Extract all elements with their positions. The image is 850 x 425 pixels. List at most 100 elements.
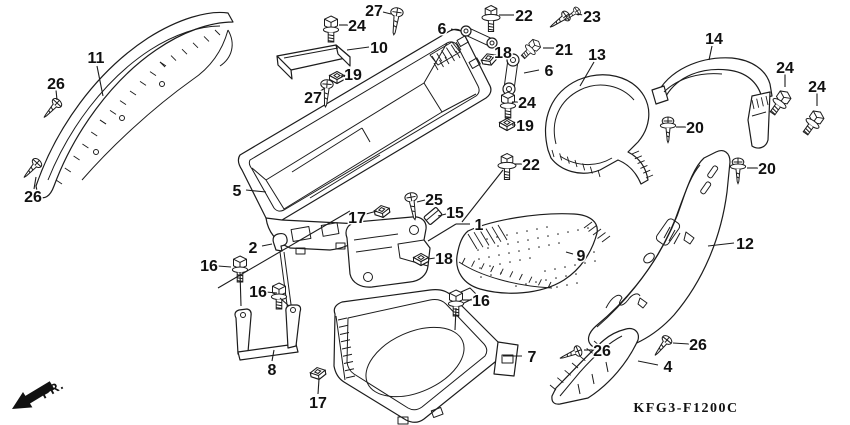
hatch-tick — [109, 109, 117, 115]
hatch-tick — [528, 276, 533, 283]
callout-label-20-1[interactable]: 20 — [685, 119, 706, 139]
hatch-tick — [342, 353, 353, 357]
bolt-icon — [322, 15, 340, 43]
front-direction-indicator: FR. — [12, 377, 66, 409]
callout-label-12-1[interactable]: 12 — [735, 235, 756, 255]
callout-label-19-2[interactable]: 19 — [515, 117, 536, 137]
screw-washer-icon — [659, 116, 677, 143]
hatch-tick — [634, 155, 642, 160]
callout-label-24-3[interactable]: 24 — [775, 59, 796, 79]
speckle-dot — [519, 259, 521, 261]
callout-label-1-1[interactable]: 1 — [473, 216, 485, 236]
hatch-tick — [461, 257, 466, 265]
speckle-dot — [564, 266, 566, 268]
callout-label-26-1[interactable]: 26 — [46, 75, 67, 95]
figure-code: KFG3-F1200C — [633, 401, 738, 416]
callout-label-25-1[interactable]: 25 — [424, 191, 445, 211]
hatch-tick — [597, 169, 601, 178]
speckle-dot — [488, 256, 490, 258]
callout-label-16-3[interactable]: 16 — [471, 292, 492, 312]
part-box-lid — [276, 44, 351, 80]
hatch-tick — [765, 95, 769, 106]
callout-label-17-1[interactable]: 17 — [347, 209, 368, 229]
hatch-tick — [631, 150, 640, 155]
leader-line — [33, 176, 37, 190]
speckle-dot — [528, 248, 530, 250]
callout-label-19-1[interactable]: 19 — [343, 66, 364, 86]
callout-label-18-1[interactable]: 18 — [493, 44, 514, 64]
speckle-dot — [555, 277, 557, 279]
callout-label-26-3[interactable]: 26 — [592, 342, 613, 362]
callout-label-5-1[interactable]: 5 — [231, 182, 243, 202]
callout-label-27-2[interactable]: 27 — [303, 89, 324, 109]
leader-line — [317, 378, 320, 395]
speckle-dot — [490, 274, 492, 276]
callout-label-26-4[interactable]: 26 — [688, 336, 709, 356]
speckle-dot — [515, 285, 517, 287]
speckle-dot — [577, 229, 579, 231]
callout-label-27-1[interactable]: 27 — [364, 2, 385, 22]
callout-label-8-1[interactable]: 8 — [266, 361, 278, 381]
hatch-tick — [509, 271, 514, 278]
hatch-tick — [485, 228, 496, 244]
callout-label-10-1[interactable]: 10 — [369, 39, 390, 59]
callout-label-18-2[interactable]: 18 — [434, 250, 455, 270]
callout-label-16-2[interactable]: 16 — [248, 283, 269, 303]
callout-label-26-2[interactable]: 26 — [23, 188, 44, 208]
leader-line — [96, 65, 104, 97]
callout-label-13-1[interactable]: 13 — [587, 46, 608, 66]
front-arrow-icon — [12, 381, 55, 409]
callout-label-6-2[interactable]: 6 — [543, 62, 555, 82]
callout-label-17-2[interactable]: 17 — [308, 394, 329, 414]
callout-label-16-1[interactable]: 16 — [199, 257, 220, 277]
callout-label-4-1[interactable]: 4 — [662, 358, 674, 378]
hatch-tick — [480, 263, 485, 270]
leader-line — [382, 11, 392, 15]
mat-speckle-texture — [477, 226, 596, 288]
hatch-tick — [99, 119, 107, 125]
hatch-tick — [637, 160, 645, 165]
hatch-tick — [571, 362, 579, 369]
callout-label-23-1[interactable]: 23 — [582, 8, 603, 28]
leader-line — [576, 13, 584, 16]
callout-label-6-1[interactable]: 6 — [436, 20, 448, 40]
speckle-dot — [498, 254, 500, 256]
hatch-tick — [343, 361, 354, 364]
speckle-dot — [546, 226, 548, 228]
callout-label-14-1[interactable]: 14 — [704, 30, 725, 50]
part-luggage-box — [237, 28, 492, 255]
speckle-dot — [479, 267, 481, 269]
bolt-washer-icon — [497, 153, 517, 180]
speckle-dot — [517, 241, 519, 243]
callout-label-24-4[interactable]: 24 — [807, 78, 828, 98]
leader-line — [450, 28, 462, 32]
hatch-tick — [345, 375, 356, 379]
callout-label-24-2[interactable]: 24 — [517, 94, 538, 114]
callout-label-15-1[interactable]: 15 — [445, 204, 466, 224]
speckle-dot — [478, 258, 480, 260]
callout-label-20-2[interactable]: 20 — [757, 160, 778, 180]
callout-label-22-1[interactable]: 22 — [514, 7, 535, 27]
leader-line — [346, 46, 370, 51]
hatch-tick — [751, 99, 755, 110]
callout-label-24-1[interactable]: 24 — [347, 17, 368, 37]
callout-label-11-1[interactable]: 11 — [86, 49, 106, 69]
hatch-tick — [557, 377, 564, 384]
part-link-plate-b — [502, 53, 520, 96]
part-body-molding-left — [35, 11, 234, 199]
part-spring-nut — [423, 207, 443, 225]
leader-lines-layer — [33, 11, 818, 395]
hatch-tick — [471, 260, 475, 267]
hatch-tick — [340, 339, 351, 343]
callout-label-9-1[interactable]: 9 — [575, 247, 587, 267]
hatch-tick — [593, 340, 601, 347]
callout-label-21-1[interactable]: 21 — [554, 41, 575, 61]
hatch-tick — [497, 224, 508, 241]
callout-label-2-1[interactable]: 2 — [247, 239, 259, 259]
hatch-tick — [756, 98, 760, 108]
hatch-tick — [433, 62, 439, 71]
callout-label-7-1[interactable]: 7 — [526, 348, 538, 368]
speckle-dot — [574, 264, 576, 266]
callout-label-22-2[interactable]: 22 — [521, 156, 542, 176]
